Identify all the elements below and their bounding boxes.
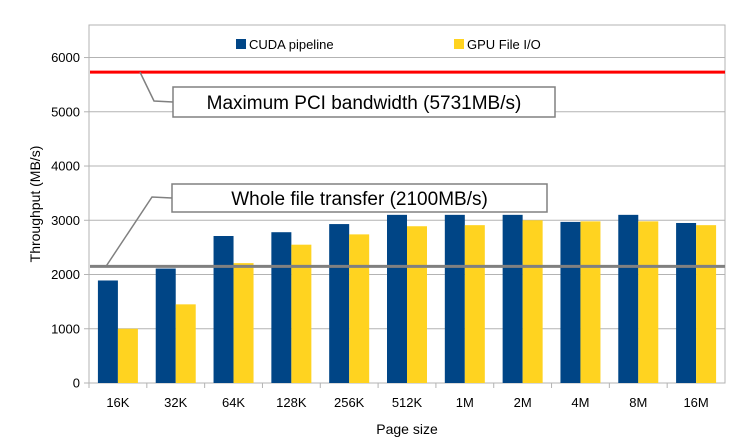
y-axis-title: Throughput (MB/s) — [27, 146, 43, 263]
legend-swatch — [454, 39, 464, 49]
x-axis-title: Page size — [376, 421, 438, 437]
bar-cuda-pipeline — [329, 224, 350, 383]
bar-cuda-pipeline — [618, 214, 639, 383]
bar-gpu-file-io — [464, 225, 485, 383]
x-tick-label: 2M — [514, 395, 532, 410]
bar-gpu-file-io — [522, 220, 543, 383]
reference-lines: Maximum PCI bandwidth (5731MB/s) Whole fi… — [90, 70, 725, 268]
bar-cuda-pipeline — [155, 268, 176, 383]
x-tick-label: 128K — [276, 395, 307, 410]
y-tick-label: 6000 — [51, 50, 80, 65]
y-tick-label: 0 — [73, 376, 80, 391]
bar-cuda-pipeline — [213, 236, 234, 383]
bar-gpu-file-io — [175, 304, 196, 383]
x-tick-label: 512K — [392, 395, 423, 410]
legend: CUDA pipeline GPU File I/O — [236, 37, 541, 52]
reference-line-label: Whole file transfer (2100MB/s) — [231, 189, 488, 210]
bar-gpu-file-io — [349, 234, 370, 383]
x-tick-label: 8M — [629, 395, 647, 410]
y-tick-labels: 0 1000 2000 3000 4000 5000 6000 — [51, 50, 80, 390]
bar-cuda-pipeline — [560, 221, 581, 383]
bar-cuda-pipeline — [271, 232, 292, 383]
x-tick-label: 4M — [571, 395, 589, 410]
bar-cuda-pipeline — [387, 214, 407, 383]
bar-cuda-pipeline — [97, 280, 118, 383]
bars — [97, 214, 717, 383]
x-tick-label: 32K — [164, 395, 187, 410]
bar-gpu-file-io — [407, 226, 427, 383]
x-tick-label: 256K — [334, 395, 365, 410]
bar-cuda-pipeline — [502, 214, 523, 383]
bar-gpu-file-io — [233, 263, 254, 383]
callout-leader — [105, 196, 173, 267]
legend-label: GPU File I/O — [467, 37, 541, 52]
bar-cuda-pipeline — [444, 214, 465, 383]
bar-gpu-file-io — [291, 244, 312, 383]
bar-gpu-file-io — [696, 225, 717, 383]
x-tick-label: 16M — [683, 395, 708, 410]
y-tick-label: 2000 — [51, 267, 80, 282]
bar-gpu-file-io — [117, 328, 138, 383]
legend-swatch — [236, 39, 246, 49]
x-tick-labels: 16K 32K 64K 128K 256K 512K 1M 2M 4M 8M 16M — [88, 383, 709, 410]
bar-gpu-file-io — [638, 221, 659, 383]
y-tick-label: 4000 — [51, 159, 80, 174]
x-tick-label: 16K — [106, 395, 129, 410]
x-tick-label: 1M — [456, 395, 474, 410]
callout-box — [171, 183, 548, 213]
bar-cuda-pipeline — [676, 222, 697, 383]
callout-box — [172, 86, 556, 118]
x-tick-label: 64K — [222, 395, 245, 410]
y-tick-label: 1000 — [51, 321, 80, 336]
y-tick-label: 3000 — [51, 213, 80, 228]
legend-label: CUDA pipeline — [249, 37, 334, 52]
bar-gpu-file-io — [580, 221, 601, 383]
reference-line-label: Maximum PCI bandwidth (5731MB/s) — [207, 93, 522, 114]
callout-leader — [139, 71, 174, 103]
y-tick-label: 5000 — [51, 104, 80, 119]
